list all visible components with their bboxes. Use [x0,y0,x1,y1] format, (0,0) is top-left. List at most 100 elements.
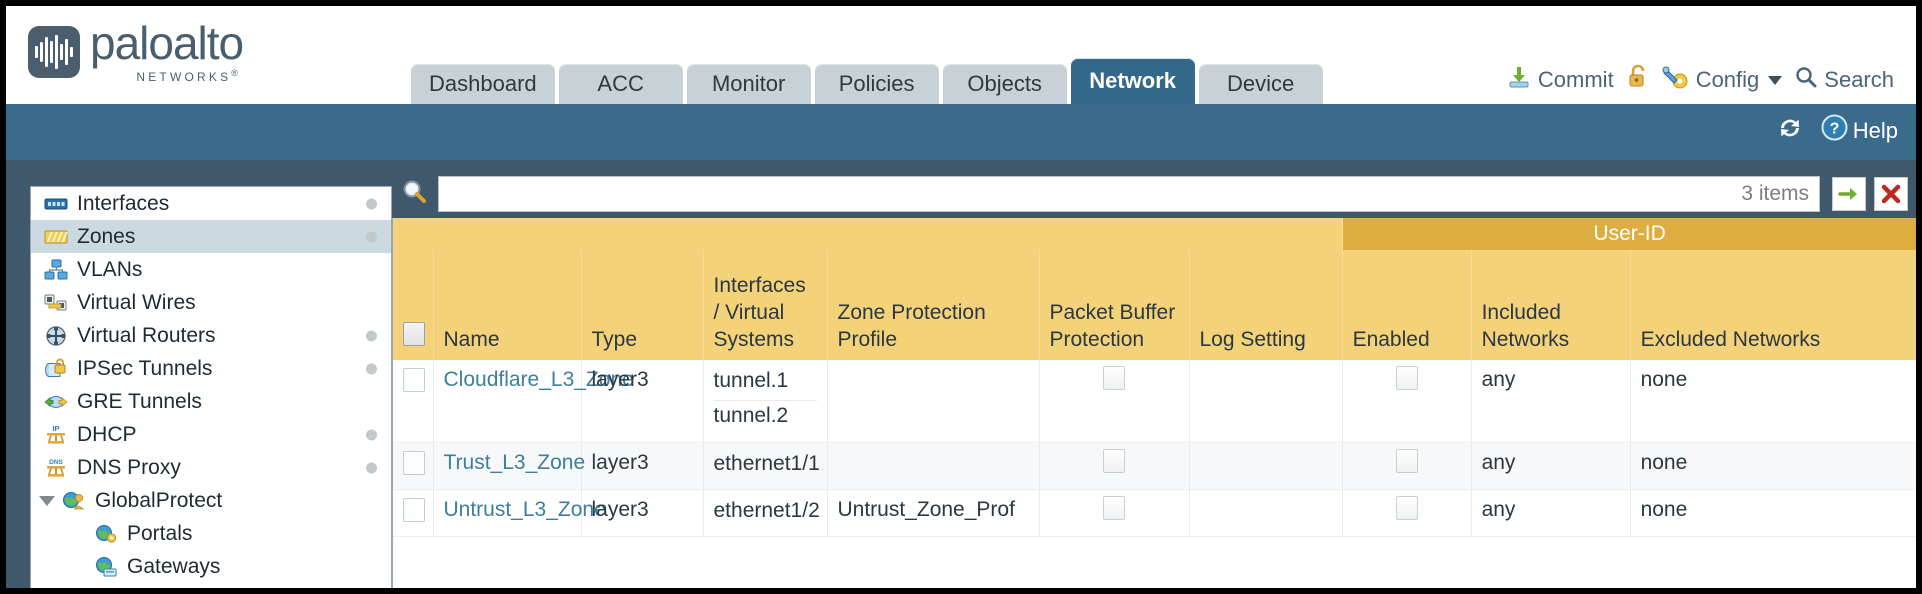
sidebar-item-zones[interactable]: Zones [31,220,391,253]
magnifier-icon [1794,65,1818,95]
sidebar-item-portals[interactable]: Portals [31,517,391,550]
sidebar-item-virtual-routers[interactable]: Virtual Routers [31,319,391,352]
row-select-cell [393,442,434,490]
portals-icon [93,523,119,545]
help-label: Help [1852,117,1898,143]
nav-tab-label: Network [1089,68,1177,93]
items-count-label: 3 items [1741,182,1809,205]
column-header-packet-buffer-protection[interactable]: Packet Buffer Protection [1039,250,1190,360]
sidebar-item-gre-tunnels[interactable]: GRE Tunnels [31,385,391,418]
packet-buffer-protection-checkbox[interactable] [1103,448,1125,473]
sidebar-item-virtual-wires[interactable]: Virtual Wires [31,286,391,319]
zone-name-link[interactable]: Cloudflare_L3_Zone [443,368,634,391]
row-select-checkbox[interactable] [403,497,425,522]
config-lock-button[interactable] [1626,64,1650,96]
expand-triangle-icon[interactable] [39,495,55,506]
select-all-header-cell [393,250,434,360]
zone-name-link[interactable]: Untrust_L3_Zone [443,497,606,521]
column-header-included-networks[interactable]: Included Networks [1471,250,1631,360]
cell-interfaces: ethernet1/1 [703,442,828,490]
row-select-checkbox[interactable] [403,450,425,475]
column-header-zone-protection-profile[interactable]: Zone Protection Profile [827,250,1040,360]
sidebar-item-label: DHCP [77,422,137,446]
sidebar-item-globalprotect[interactable]: GlobalProtect [31,484,391,517]
column-header-label: Interfaces / Virtual Systems [713,274,806,352]
column-header-excluded-networks[interactable]: Excluded Networks [1630,250,1916,360]
sub-toolbar-actions: ? Help [1775,114,1898,147]
packet-buffer-protection-checkbox[interactable] [1103,495,1125,520]
row-select-checkbox[interactable] [403,368,425,392]
sidebar-item-vlans[interactable]: VLANs [31,253,391,286]
help-circle-icon: ? [1821,114,1848,147]
sidebar-item-status-dot [366,330,377,341]
nav-tab-acc[interactable]: ACC [558,64,683,104]
nav-tab-network[interactable]: Network [1070,58,1195,104]
column-header-type[interactable]: Type [581,250,704,360]
userid-enabled-checkbox[interactable] [1395,495,1418,520]
search-button[interactable]: Search [1794,65,1894,95]
column-header-name[interactable]: Name [433,250,582,360]
svg-text:?: ? [1829,121,1839,138]
cell-name: Trust_L3_Zone [433,442,585,490]
column-header-enabled[interactable]: Enabled [1342,250,1472,360]
dhcp-icon: IP [43,424,69,446]
nav-tab-objects[interactable]: Objects [942,64,1067,104]
config-label: Config [1695,67,1760,92]
column-header-label: Log Setting [1199,328,1306,352]
search-label: Search [1824,67,1894,92]
cell-excluded-networks: none [1630,360,1916,443]
userid-enabled-checkbox[interactable] [1395,448,1418,473]
search-input[interactable] [439,178,1742,210]
nav-tab-device[interactable]: Device [1198,64,1323,104]
chevron-down-icon[interactable] [1768,75,1783,85]
nav-tab-label: Dashboard [429,71,537,96]
help-button[interactable]: ? Help [1821,114,1898,147]
brand-name: paloalto [90,17,244,69]
sidebar-item-dhcp[interactable]: IP DHCP [31,418,391,451]
sidebar-item-interfaces[interactable]: Interfaces [31,187,391,220]
column-header-log-setting[interactable]: Log Setting [1189,250,1343,360]
sidebar-item-gateways[interactable]: Gateways [31,550,391,583]
config-menu-button[interactable]: Config [1662,64,1783,96]
interface-entry: tunnel.2 [713,404,789,428]
sidebar-item-label: GRE Tunnels [77,389,202,413]
column-header-label: Excluded Networks [1640,328,1821,352]
sidebar-item-label: Zones [77,224,136,248]
gateways-icon [93,556,119,578]
filter-search-icon[interactable] [400,177,430,212]
top-actions: Commit [1506,64,1894,96]
sidebar-item-dns-proxy[interactable]: DNS DNS Proxy [31,451,391,484]
nav-tab-dashboard[interactable]: Dashboard [411,64,555,104]
nav-tab-monitor[interactable]: Monitor [686,64,811,104]
cell-log-setting [1189,489,1343,538]
clear-filter-button[interactable] [1874,177,1908,211]
ipsec-tunnels-icon [43,358,69,380]
column-header-label: Enabled [1352,328,1430,352]
cell-zone-protection-profile [827,360,1040,443]
cell-zone-protection-profile: Untrust_Zone_Prof [827,489,1040,538]
sidebar-item-status-dot [366,363,377,374]
column-header-label: Zone Protection Profile [837,301,986,352]
userid-enabled-checkbox[interactable] [1395,366,1418,390]
search-input-wrapper[interactable]: 3 items [438,176,1820,212]
dns-proxy-icon: DNS [43,457,69,479]
refresh-icon[interactable] [1775,115,1805,147]
column-header-interfaces-virtual-systems[interactable]: Interfaces / Virtual Systems [703,250,828,360]
apply-filter-button[interactable] [1832,177,1866,211]
packet-buffer-protection-checkbox[interactable] [1103,366,1125,390]
sidebar-item-label: DNS Proxy [77,455,181,479]
commit-button[interactable]: Commit [1506,64,1614,96]
interface-entry: ethernet1/1 [713,451,820,475]
select-all-checkbox[interactable] [403,322,425,347]
nav-tab-label: Objects [967,71,1042,96]
cell-type: layer3 [581,489,704,538]
sidebar-item-ipsec-tunnels[interactable]: IPSec Tunnels [31,352,391,385]
zone-name-link[interactable]: Trust_L3_Zone [443,450,586,474]
nav-tab-policies[interactable]: Policies [814,64,939,104]
